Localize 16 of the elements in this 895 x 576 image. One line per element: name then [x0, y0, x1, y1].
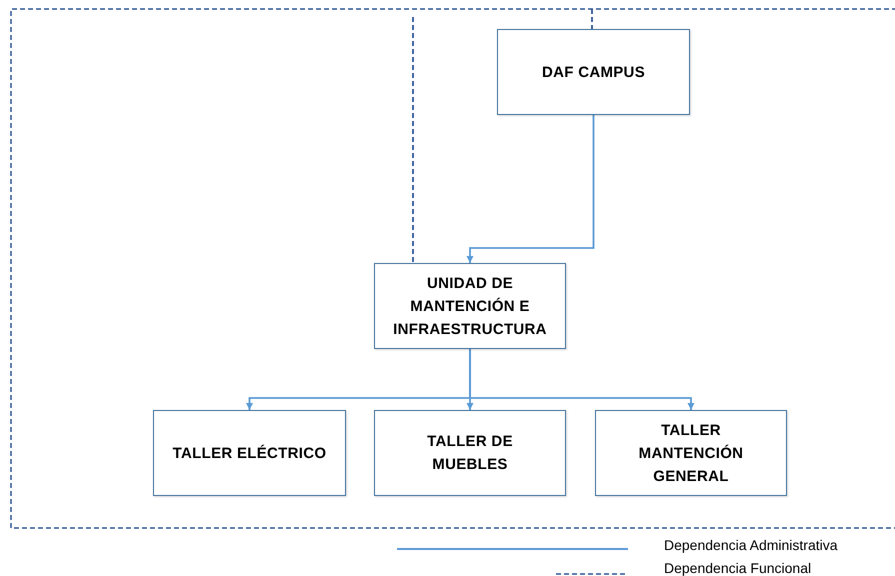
- org-box: [374, 410, 566, 496]
- dashed-connector: [591, 9, 593, 29]
- legend-text: Dependencia Funcional: [664, 559, 812, 576]
- org-box: [153, 410, 346, 496]
- org-box: [497, 29, 690, 115]
- arrow: [469, 349, 695, 410]
- box-title: TALLER DE MUEBLES: [426, 432, 514, 475]
- box-title: UNIDAD DE MANTENCIÓN E INFRAESTRUCTURA: [392, 274, 548, 340]
- org-box: [374, 263, 566, 349]
- dashed-connector: [412, 17, 414, 263]
- org-box: [595, 410, 787, 496]
- box-title: DAF CAMPUS: [542, 62, 645, 82]
- box-title: TALLER MANTENCIÓN GENERAL: [638, 420, 744, 486]
- box-title: TALLER ELÉCTRICO: [172, 444, 326, 464]
- legend-text: Dependencia Administrativa: [664, 536, 838, 554]
- arrow: [466, 115, 594, 263]
